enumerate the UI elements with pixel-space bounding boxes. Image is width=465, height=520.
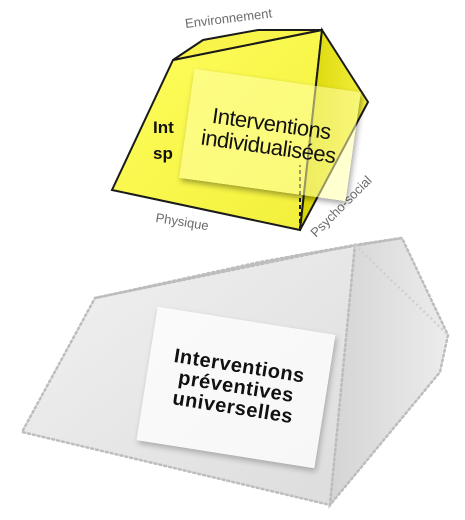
base-prism-top-face (94, 236, 403, 300)
hidden-face-text: Int sp (153, 115, 174, 166)
universal-preventive-interventions-card: Interventions préventives universelles (136, 306, 336, 469)
hidden-text-line-2: sp (153, 143, 173, 163)
top-prism-top-face (172, 29, 323, 61)
individualised-interventions-card: Interventions individualisées (179, 68, 361, 202)
hidden-text-line-1: Int (153, 118, 174, 137)
base-prism-ridge (354, 244, 449, 336)
